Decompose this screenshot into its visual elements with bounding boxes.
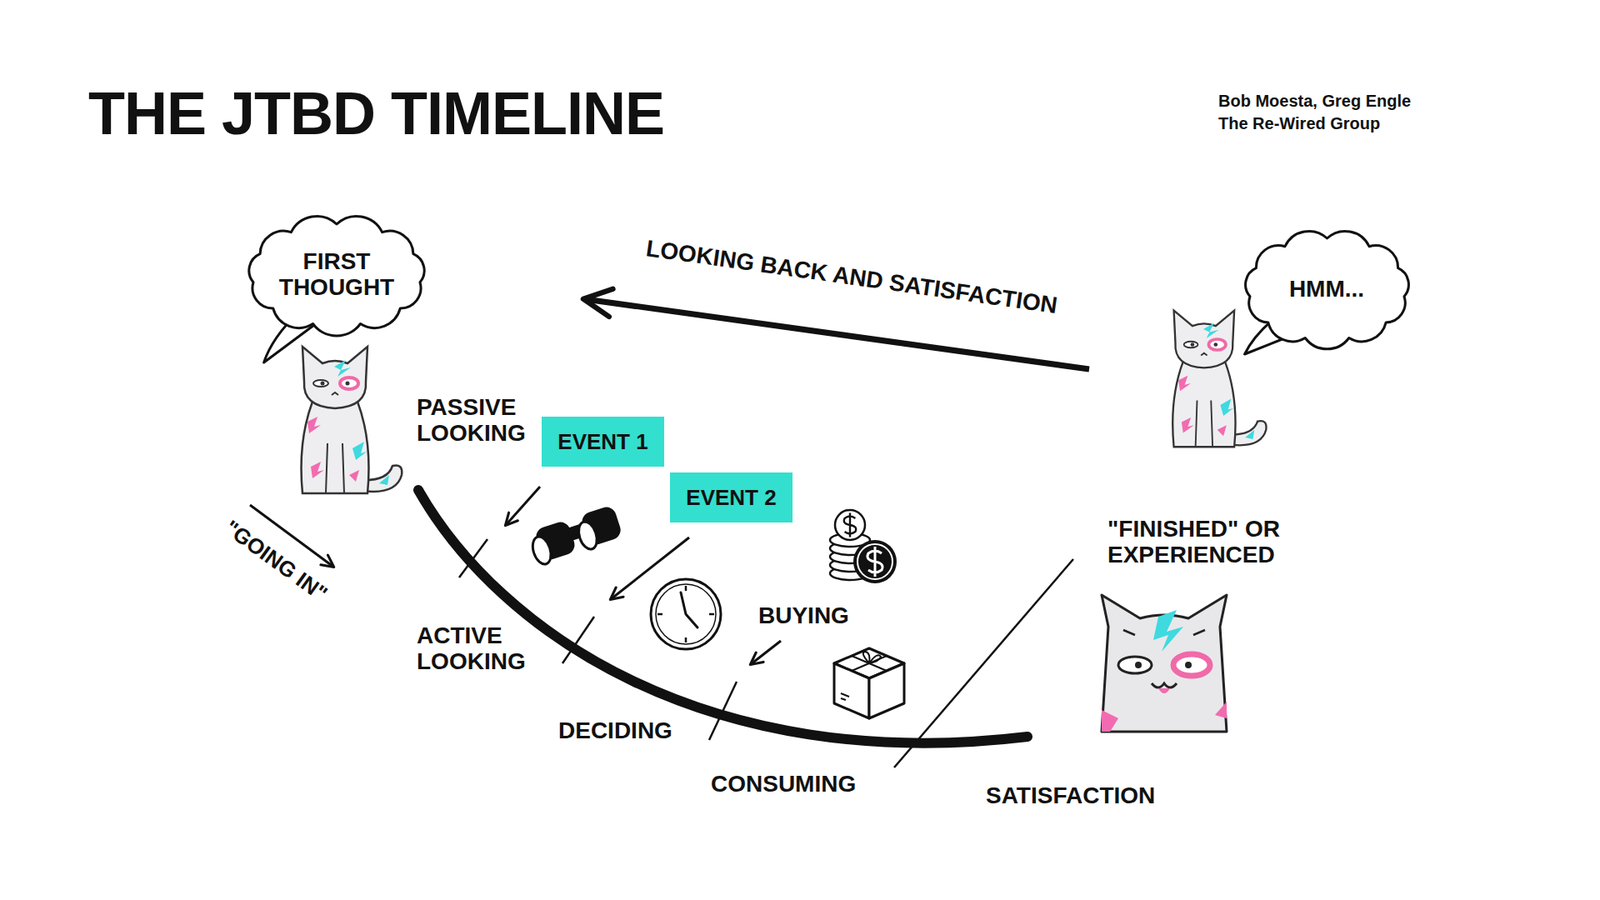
event-text: EVENT 2 xyxy=(685,485,776,510)
event-text: EVENT 1 xyxy=(557,430,648,455)
stage-label: Bob Moesta, Greg Engle xyxy=(1218,91,1411,110)
clock-icon-part xyxy=(650,579,721,650)
binoculars-icon-part xyxy=(529,534,555,567)
box-icon-part xyxy=(869,663,905,719)
cat-face-part xyxy=(1101,595,1227,732)
stage-label: "GOING IN" xyxy=(220,515,332,606)
cat-face-part xyxy=(1135,661,1142,669)
stage-label: "FINISHED" OR EXPERIENCED xyxy=(1107,516,1308,569)
arrows xyxy=(250,299,1090,665)
stage-label: PASSIVE LOOKING xyxy=(416,395,550,447)
cat-face-part xyxy=(1118,656,1152,674)
box-icon-part xyxy=(840,693,850,700)
clock-icon xyxy=(650,579,721,650)
coins-icon-part xyxy=(853,540,897,584)
stage-label: BUYING xyxy=(758,603,850,630)
coins-icon xyxy=(830,510,897,584)
stage-label: CONSUMING xyxy=(710,771,856,798)
timeline xyxy=(418,490,1074,768)
thought-text: FIRST THOUGHT xyxy=(270,249,404,301)
cat-figure-part xyxy=(1172,310,1266,448)
stage-label: The Re-Wired Group xyxy=(1218,114,1380,133)
cat-face-part xyxy=(1173,654,1210,676)
timeline-part xyxy=(894,559,1074,768)
coins-icon-part xyxy=(844,513,856,538)
thought-text: HMM... xyxy=(1289,276,1365,303)
box-icon-part xyxy=(863,651,881,664)
event-box: EVENT 2 xyxy=(670,472,793,523)
cat-face xyxy=(1101,595,1227,732)
stage-label: DECIDING xyxy=(558,718,673,745)
clock-icon-part xyxy=(655,584,716,645)
timeline-part xyxy=(418,490,1028,744)
thought-cloud: HMM... xyxy=(1237,226,1417,352)
thought-cloud: FIRST THOUGHT xyxy=(240,212,433,338)
binoculars-icon xyxy=(527,505,625,567)
stage-label: LOOKING BACK AND SATISFACTION xyxy=(644,235,1059,320)
cat-figure-part xyxy=(301,346,403,494)
clock-icon-part xyxy=(657,585,715,643)
coins-icon-part xyxy=(857,544,893,580)
cat-face-part xyxy=(1215,701,1227,719)
title: THE JTBD TIMELINE xyxy=(88,83,665,144)
cat-figure xyxy=(301,310,1267,494)
cat-face-part xyxy=(1153,610,1184,652)
event-box: EVENT 1 xyxy=(541,416,665,467)
coins-icon-part xyxy=(835,510,865,540)
box-icon xyxy=(834,648,905,719)
binoculars-icon-part xyxy=(575,519,601,552)
cat-face-part xyxy=(1123,630,1205,635)
cat-face-part xyxy=(1185,661,1192,669)
clock-icon-part xyxy=(680,592,698,628)
box-icon-part xyxy=(834,663,870,719)
cat-face-part xyxy=(1151,683,1177,688)
coins-icon-part xyxy=(867,546,883,577)
cat-face-part xyxy=(1158,688,1170,694)
stage-label: ACTIVE LOOKING xyxy=(416,623,550,675)
cloud-outline-path xyxy=(249,215,425,335)
cloud-outline-path xyxy=(1245,230,1409,349)
cat-face-part xyxy=(1101,710,1119,732)
arrows-part xyxy=(750,640,781,665)
arrows-part xyxy=(505,486,540,525)
stage-label: SATISFACTION xyxy=(985,783,1155,810)
